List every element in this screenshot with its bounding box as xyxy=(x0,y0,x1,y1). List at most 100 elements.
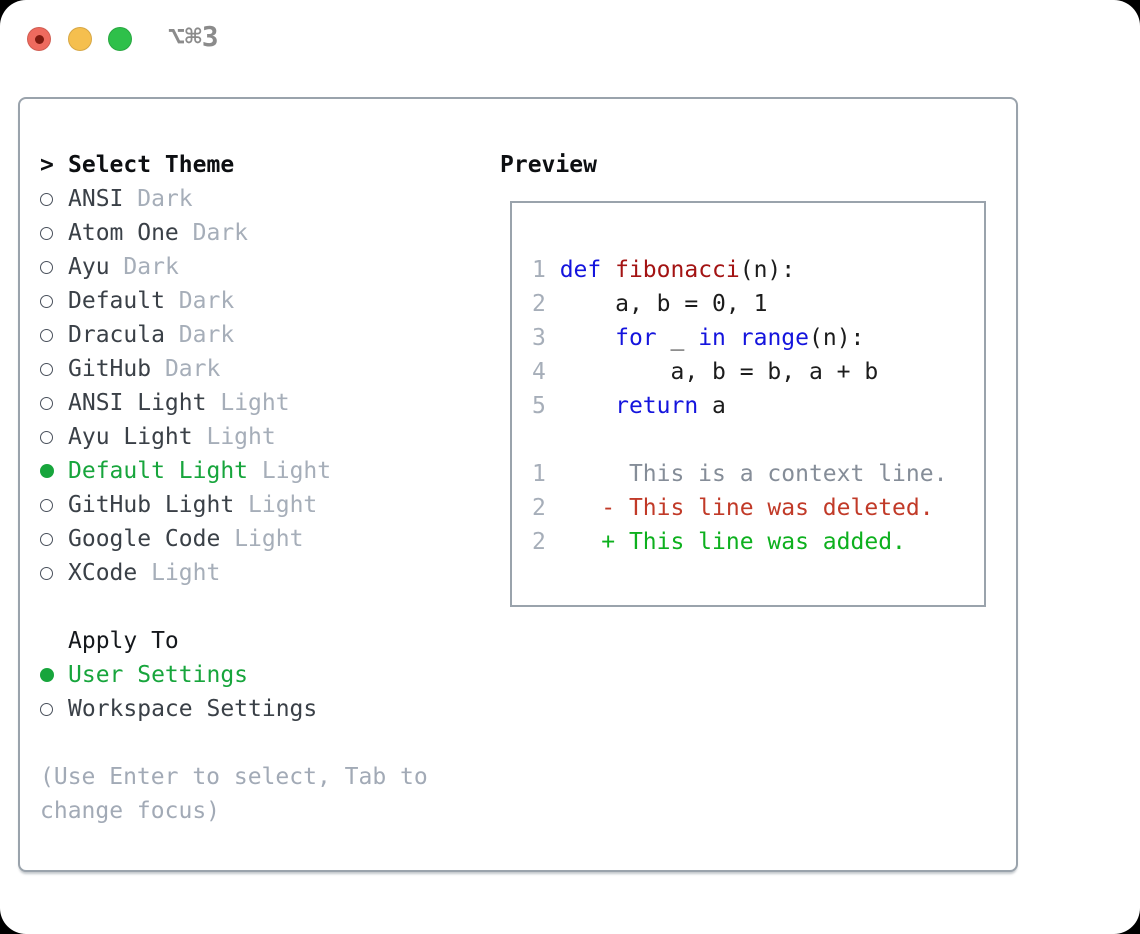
radio-selected-icon xyxy=(40,464,54,478)
theme-option-dracula[interactable]: Dracula Dark xyxy=(40,318,480,352)
apply-to-title: Apply To xyxy=(68,628,179,654)
theme-option-label: ANSI Light Light xyxy=(68,386,290,420)
radio-icon xyxy=(40,430,53,444)
preview-box: 1 def fibonacci(n): 2 a, b = 0, 1 3 for _ … xyxy=(510,201,986,607)
theme-name: Dracula xyxy=(68,322,165,348)
code-line: 5 return a xyxy=(532,389,984,423)
code-block: 1 def fibonacci(n): 2 a, b = 0, 1 3 for _ … xyxy=(532,253,984,559)
theme-option-label: ANSI Dark xyxy=(68,182,193,216)
radio-icon xyxy=(40,192,53,206)
code-token-function: fibonacci xyxy=(615,257,740,283)
theme-option-ansi[interactable]: ANSI Dark xyxy=(40,182,480,216)
code-token-keyword: return xyxy=(615,393,699,419)
radio-icon xyxy=(40,294,53,308)
radio-icon xyxy=(40,362,53,376)
theme-name: Atom One xyxy=(68,220,179,246)
code-line: 2 - This line was deleted. xyxy=(532,491,984,525)
line-number: 2 xyxy=(532,529,560,555)
code-token-plain: a xyxy=(698,393,726,419)
zoom-button[interactable] xyxy=(108,27,132,51)
apply-to-header: Apply To xyxy=(40,624,480,658)
theme-variant: Light xyxy=(151,560,221,586)
theme-name: Google Code xyxy=(68,526,221,552)
theme-variant: Light xyxy=(248,492,318,518)
minimize-button[interactable] xyxy=(68,27,92,51)
line-number: 1 xyxy=(532,257,560,283)
code-token-plain xyxy=(560,325,615,351)
theme-variant: Light xyxy=(220,390,290,416)
code-token-added: + This line was added. xyxy=(559,529,906,555)
radio-icon xyxy=(40,260,53,274)
theme-name: Ayu Light xyxy=(68,424,193,450)
code-token-keyword: for xyxy=(615,325,657,351)
theme-option-github-light[interactable]: GitHub Light Light xyxy=(40,488,480,522)
theme-variant: Dark xyxy=(178,322,235,348)
hint-text: (Use Enter to select, Tab to change focu… xyxy=(40,764,428,824)
theme-variant: Dark xyxy=(178,288,235,314)
code-token-deleted: - This line was deleted. xyxy=(559,495,934,521)
theme-option-label: GitHub Dark xyxy=(68,352,220,386)
apply-option-workspace-settings[interactable]: Workspace Settings xyxy=(40,692,480,726)
theme-option-ansi-light[interactable]: ANSI Light Light xyxy=(40,386,480,420)
theme-name: Default Light xyxy=(68,458,249,484)
line-number: 2 xyxy=(532,291,560,317)
code-token-plain: (n): xyxy=(809,325,865,351)
theme-option-label: Atom One Dark xyxy=(68,216,248,250)
theme-option-ayu[interactable]: Ayu Dark xyxy=(40,250,480,284)
theme-option-ayu-light[interactable]: Ayu Light Light xyxy=(40,420,480,454)
cursor-icon: > xyxy=(40,152,54,178)
code-token-keyword: in xyxy=(698,325,726,351)
theme-option-google-code[interactable]: Google Code Light xyxy=(40,522,480,556)
theme-option-atom-one[interactable]: Atom One Dark xyxy=(40,216,480,250)
theme-variant: Light xyxy=(206,424,276,450)
code-line: 2 + This line was added. xyxy=(532,525,984,559)
theme-name: ANSI xyxy=(68,186,124,212)
code-token-plain: a, b = 0, 1 xyxy=(559,291,768,317)
code-token-plain: a, b = b, a + b xyxy=(559,359,879,385)
radio-icon xyxy=(40,566,53,580)
radio-icon xyxy=(40,498,53,512)
theme-option-default-light[interactable]: Default Light Light xyxy=(40,454,480,488)
theme-variant: Dark xyxy=(123,254,179,280)
radio-selected-icon xyxy=(40,668,54,682)
theme-option-label: Default Light Light xyxy=(68,454,331,488)
code-token-plain: (n): xyxy=(739,257,796,283)
theme-option-github[interactable]: GitHub Dark xyxy=(40,352,480,386)
radio-icon xyxy=(40,396,53,410)
theme-variant: Light xyxy=(261,458,332,484)
code-token-plain: _ xyxy=(656,325,699,351)
theme-name: GitHub xyxy=(68,356,152,382)
theme-option-label: XCode Light xyxy=(68,556,220,590)
apply-name: User Settings xyxy=(68,662,249,688)
theme-option-label: Google Code Light xyxy=(68,522,303,556)
theme-option-default[interactable]: Default Dark xyxy=(40,284,480,318)
radio-icon xyxy=(40,532,53,546)
line-number: 3 xyxy=(532,325,560,351)
apply-name: Workspace Settings xyxy=(68,696,318,722)
select-theme-title: Select Theme xyxy=(68,152,235,178)
theme-name: Ayu xyxy=(68,254,110,280)
theme-option-label: Default Dark xyxy=(68,284,234,318)
close-button[interactable] xyxy=(27,27,51,51)
theme-option-xcode[interactable]: XCode Light xyxy=(40,556,480,590)
theme-variant: Light xyxy=(234,526,304,552)
radio-icon xyxy=(40,328,53,342)
theme-name: ANSI Light xyxy=(68,390,207,416)
theme-option-label: GitHub Light Light xyxy=(68,488,317,522)
preview-title: Preview xyxy=(500,152,597,178)
code-token-context: This is a context line. xyxy=(559,461,948,487)
code-token-plain xyxy=(726,325,740,351)
code-line xyxy=(532,423,984,457)
theme-variant: Dark xyxy=(164,356,221,382)
code-line: 1 def fibonacci(n): xyxy=(532,253,984,287)
line-number: 2 xyxy=(532,495,560,521)
code-line: 1 This is a context line. xyxy=(532,457,984,491)
code-line: 4 a, b = b, a + b xyxy=(532,355,984,389)
code-line: 3 for _ in range(n): xyxy=(532,321,984,355)
theme-variant: Dark xyxy=(137,186,193,212)
apply-option-user-settings[interactable]: User Settings xyxy=(40,658,480,692)
